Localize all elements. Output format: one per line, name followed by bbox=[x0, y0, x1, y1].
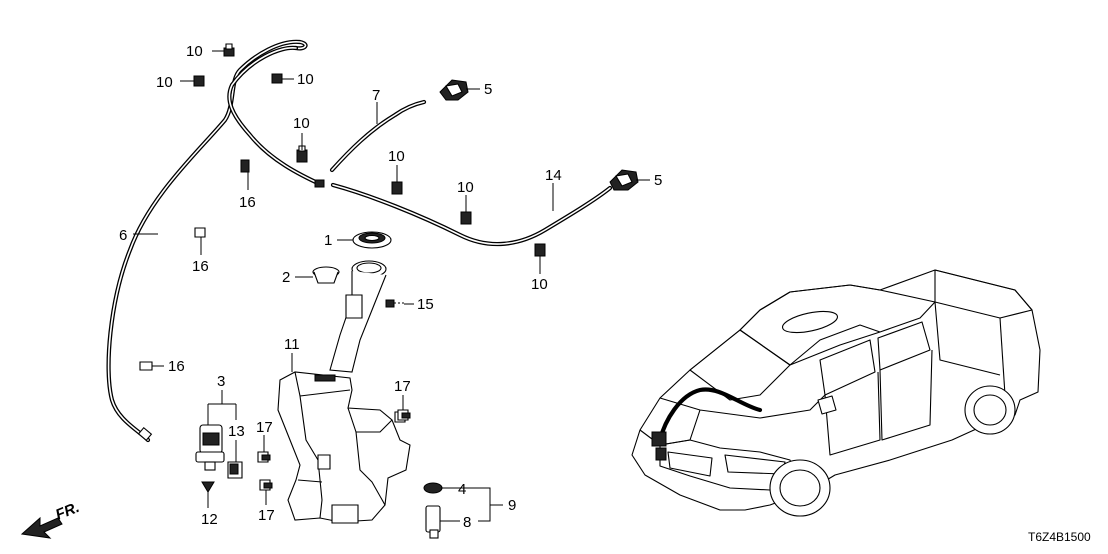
label-10-b: 10 bbox=[156, 74, 173, 91]
label-2: 2 bbox=[282, 269, 290, 286]
pump-3 bbox=[195, 424, 225, 471]
label-10-f: 10 bbox=[457, 179, 474, 196]
label-10-e: 10 bbox=[388, 148, 405, 165]
label-8: 8 bbox=[463, 514, 471, 531]
label-16-b: 16 bbox=[192, 258, 209, 275]
grommet-17-c bbox=[397, 409, 411, 421]
hose-6 bbox=[106, 39, 325, 443]
label-10-g: 10 bbox=[531, 276, 548, 293]
label-13: 13 bbox=[228, 423, 245, 440]
clip-10-g bbox=[534, 243, 546, 257]
label-11: 11 bbox=[284, 336, 300, 353]
nozzle-5-upper bbox=[439, 79, 469, 101]
label-17-a: 17 bbox=[256, 419, 273, 436]
seal-13 bbox=[227, 461, 243, 479]
clip-10-f bbox=[460, 211, 472, 225]
clip-16-c bbox=[139, 361, 153, 371]
label-4: 4 bbox=[458, 481, 466, 498]
label-5-b: 5 bbox=[654, 172, 662, 189]
label-6: 6 bbox=[119, 227, 127, 244]
label-3: 3 bbox=[217, 373, 225, 390]
clip-10-c bbox=[271, 73, 283, 84]
cap-1 bbox=[352, 231, 392, 249]
clip-10-a bbox=[223, 43, 235, 57]
label-10-a: 10 bbox=[186, 43, 203, 60]
callout-labels: 10 10 10 10 10 10 10 5 5 7 14 16 16 16 6… bbox=[119, 43, 662, 531]
hose-7 bbox=[329, 99, 427, 173]
label-15: 15 bbox=[417, 296, 434, 313]
label-12: 12 bbox=[201, 511, 218, 528]
clip-10-e bbox=[391, 181, 403, 195]
grommet-17-b bbox=[259, 479, 273, 491]
label-7: 7 bbox=[372, 87, 380, 104]
front-direction-arrow: FR. bbox=[20, 499, 82, 539]
label-5-a: 5 bbox=[484, 81, 492, 98]
label-14: 14 bbox=[545, 167, 562, 184]
reservoir-11 bbox=[277, 260, 411, 524]
clip-10-b bbox=[193, 75, 205, 87]
label-10-c: 10 bbox=[297, 71, 314, 88]
label-17-c: 17 bbox=[394, 378, 411, 395]
level-sensor-8 bbox=[425, 505, 441, 539]
filter-12 bbox=[201, 481, 215, 493]
grommet-15 bbox=[385, 299, 404, 308]
front-direction-label: FR. bbox=[53, 499, 82, 524]
label-17-b: 17 bbox=[258, 507, 275, 524]
grommet-4 bbox=[423, 482, 443, 494]
truck-illustration bbox=[631, 269, 1041, 517]
clip-16-a bbox=[240, 159, 250, 173]
grommet-17-a bbox=[257, 451, 271, 463]
label-1: 1 bbox=[324, 232, 332, 249]
leader-lines bbox=[133, 50, 650, 522]
nozzle-5-lower bbox=[609, 169, 639, 191]
label-9: 9 bbox=[508, 497, 516, 514]
clip-16-b bbox=[194, 227, 206, 238]
strainer-2 bbox=[312, 266, 340, 284]
label-16-c: 16 bbox=[168, 358, 185, 375]
label-16-a: 16 bbox=[239, 194, 256, 211]
label-10-d: 10 bbox=[293, 115, 310, 132]
hose-14 bbox=[330, 182, 613, 247]
diagram-code: T6Z4B1500 bbox=[1028, 530, 1091, 544]
